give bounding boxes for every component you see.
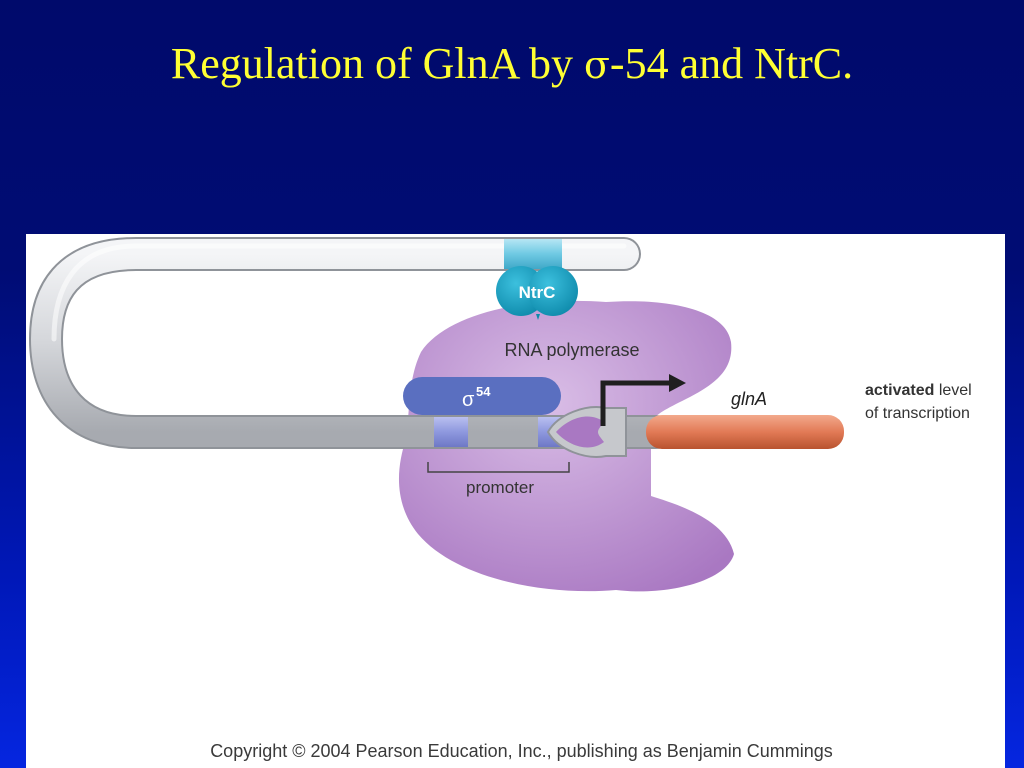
activated-bold-text: activated [865,382,934,399]
figure-panel: σ 54 NtrC RNA polymerase promoter glnA a… [26,234,1005,768]
ntrc-label: NtrC [519,283,556,302]
title-text-end: -54 and NtrC. [609,39,854,88]
promoter-label: promoter [466,478,534,497]
promoter-band-upstream [434,417,468,447]
ntrc-binding-site [504,239,562,269]
transcription-level-label: of transcription [865,405,970,422]
promoter-bracket [427,462,570,473]
title-text-start: Regulation of GlnA by [170,39,584,88]
copyright-notice: Copyright © 2004 Pearson Education, Inc.… [210,741,833,761]
title-sigma-symbol: σ [583,43,610,87]
gene-label: glnA [731,389,767,409]
transcription-start-arrow [600,380,671,426]
sigma-symbol: σ [462,389,475,411]
sigma-superscript: 54 [476,384,491,399]
arrow-head-icon [669,374,686,392]
slide-title: Regulation of GlnA by σ-54 and NtrC. [0,38,1024,89]
activated-level-label: activated level [865,382,972,399]
glna-gene-dna [646,415,844,449]
glna-regulation-diagram: σ 54 NtrC RNA polymerase promoter glnA a… [28,237,972,592]
rna-polymerase-label: RNA polymerase [504,340,639,360]
activated-level-text: level [934,382,971,399]
sigma54-factor [403,377,561,415]
ntrc-subunit-right [528,266,578,316]
